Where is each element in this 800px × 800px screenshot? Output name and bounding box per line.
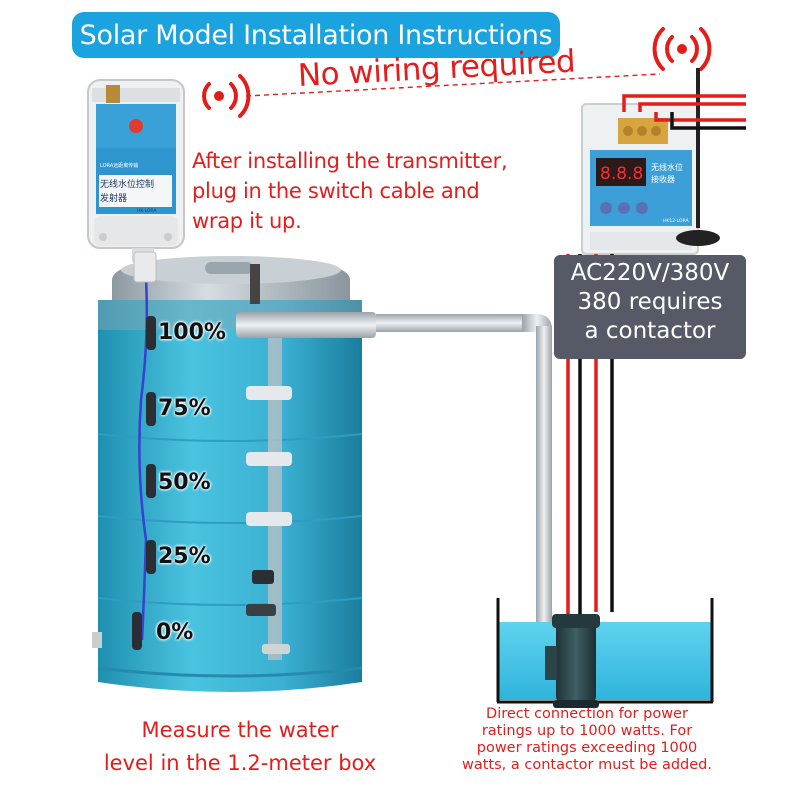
transmitter-note: After installing the transmitter, plug i… [192,146,508,236]
svg-text:HK12-LORA: HK12-LORA [663,218,690,224]
transmitter-note-line: After installing the transmitter, [192,149,508,173]
transmitter-note-line: wrap it up. [192,209,302,233]
level-label-100: 100% [158,320,226,345]
cable-gland [133,251,157,283]
wireless-signal-left-icon [202,74,251,118]
svg-text:8.8.8: 8.8.8 [600,164,643,184]
receiver-device: 8.8.8 无线水位 接收器 HK12-LORA [581,103,699,255]
svg-text:HK-LORA: HK-LORA [137,208,157,214]
direct-note-line: watts, a contactor must be added. [461,757,712,773]
direct-note-line: power ratings exceeding 1000 [476,740,698,756]
svg-text:无线水位控制: 无线水位控制 [100,178,154,190]
svg-text:接收器: 接收器 [651,174,675,184]
power-spec-box: AC220V/380V 380 requires a contactor [554,255,746,359]
level-sensors [132,316,156,650]
internal-pipe [246,264,292,660]
transmitter-note-line: plug in the switch cable and [192,179,480,203]
direct-note-line: ratings up to 1000 watts. For [481,723,693,739]
power-spec-line: AC220V/380V [570,260,730,286]
svg-text:发射器: 发射器 [100,192,127,204]
measure-note-line: level in the 1.2-meter box [103,751,377,775]
transmitter-device: LORA远距离传输 无线水位控制 发射器 HK-LORA [87,79,185,262]
level-label-25: 25% [158,544,211,569]
outlet-pipe [236,312,552,646]
page-title: Solar Model Installation Instructions [79,19,553,51]
wireless-dash-line [245,73,661,97]
wireless-signal-right-icon [652,27,712,71]
svg-text:无线水位: 无线水位 [651,162,683,172]
level-label-0: 0% [156,620,194,645]
measure-note: Measure the water level in the 1.2-meter… [60,714,420,780]
pool [496,598,714,704]
measure-note-line: Measure the water [141,718,339,742]
direct-note-line: Direct connection for power [486,706,688,722]
level-label-50: 50% [158,470,211,495]
svg-text:LORA远距离传输: LORA远距离传输 [100,162,138,169]
power-spec-line: a contactor [584,318,716,344]
direct-connection-note: Direct connection for power ratings up t… [412,706,762,774]
level-label-75: 75% [158,396,211,421]
title-banner: Solar Model Installation Instructions [72,12,560,58]
power-spec-line: 380 requires [577,289,723,315]
submersible-pump [545,614,600,708]
